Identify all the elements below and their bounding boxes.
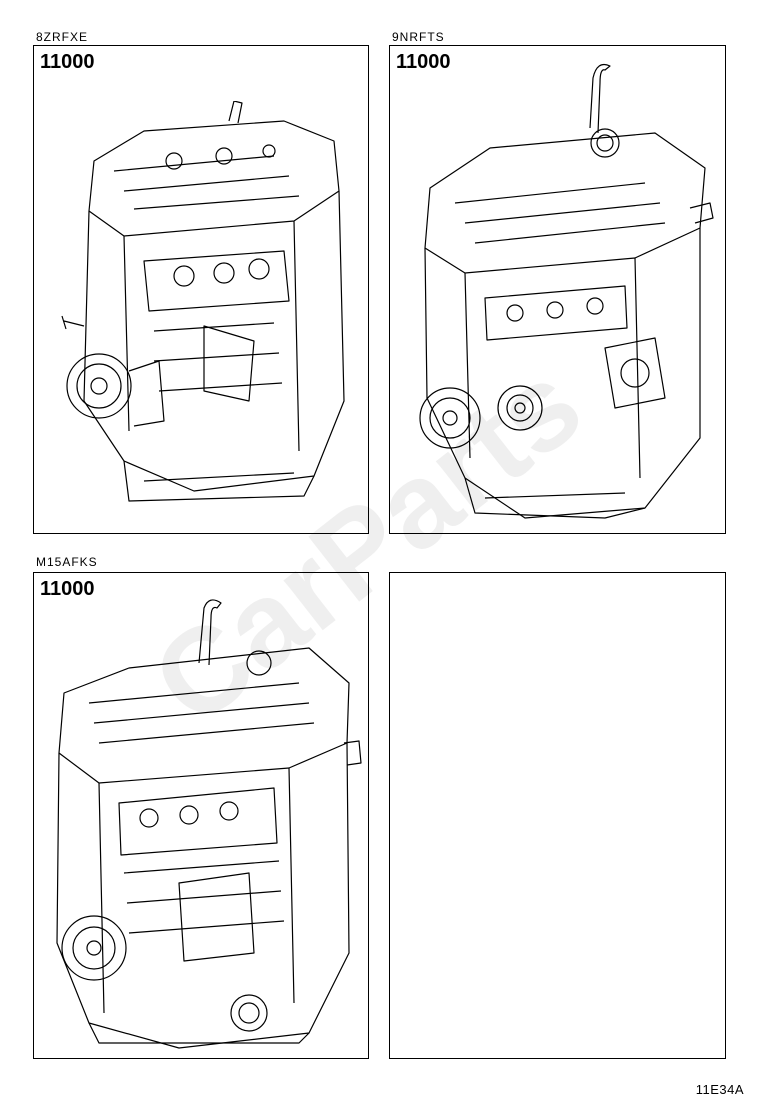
part-number[interactable]: 11000 bbox=[40, 578, 95, 600]
figure-code: 11E34A bbox=[695, 1082, 744, 1097]
engine-assembly-drawing bbox=[405, 58, 715, 523]
engine-panel-9nrfts[interactable]: 11000 bbox=[389, 45, 726, 534]
empty-panel bbox=[389, 572, 726, 1059]
engine-assembly-drawing bbox=[49, 593, 364, 1053]
part-number[interactable]: 11000 bbox=[396, 51, 451, 73]
engine-label-m15afks: M15AFKS bbox=[36, 555, 98, 569]
engine-panel-8zrfxe[interactable]: 11000 bbox=[33, 45, 369, 534]
engine-label-8zrfxe: 8ZRFXE bbox=[36, 30, 89, 44]
part-number[interactable]: 11000 bbox=[40, 51, 95, 73]
engine-label-9nrfts: 9NRFTS bbox=[392, 30, 445, 44]
engine-assembly-drawing bbox=[54, 101, 354, 521]
engine-panel-m15afks[interactable]: 11000 bbox=[33, 572, 369, 1059]
